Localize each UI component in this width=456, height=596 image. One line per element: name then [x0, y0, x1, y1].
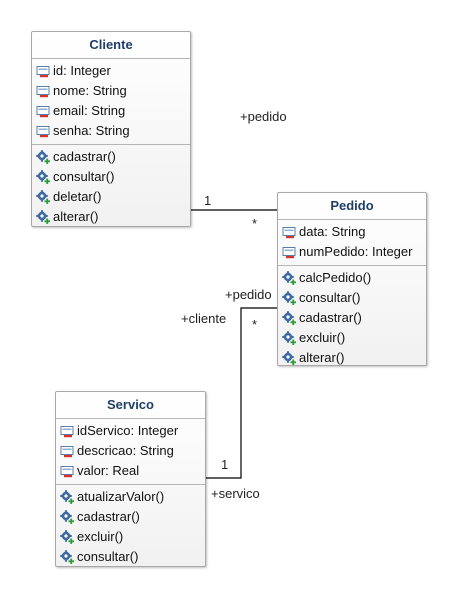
operation-row[interactable]: excluir(): [56, 527, 205, 547]
operation-label: alterar(): [299, 350, 345, 365]
attribute-row[interactable]: nome: String: [32, 81, 190, 101]
attribute-icon: [36, 104, 50, 118]
operation-row[interactable]: alterar(): [278, 348, 426, 368]
operation-label: consultar(): [77, 549, 139, 564]
multiplicity-pedido-label: *: [252, 216, 258, 231]
operation-icon: [36, 210, 50, 225]
attribute-row[interactable]: idServico: Integer: [56, 421, 205, 441]
attribute-icon: [36, 64, 50, 78]
operation-label: cadastrar(): [77, 509, 140, 524]
attribute-label: id: Integer: [53, 63, 111, 78]
operation-icon: [282, 331, 296, 346]
attribute-icon: [60, 464, 74, 478]
operation-row[interactable]: excluir(): [278, 328, 426, 348]
attribute-icon: [60, 444, 74, 458]
operation-row[interactable]: consultar(): [56, 547, 205, 567]
attribute-label: data: String: [299, 224, 366, 239]
role-cliente-label: +cliente: [181, 311, 227, 326]
attribute-label: valor: Real: [77, 463, 140, 478]
operation-label: atualizarValor(): [77, 489, 165, 504]
attribute-label: email: String: [53, 103, 126, 118]
operation-label: calcPedido(): [299, 270, 372, 285]
operation-label: excluir(): [299, 330, 346, 345]
association-pedido-servico: [205, 307, 277, 479]
operation-row[interactable]: cadastrar(): [56, 507, 205, 527]
operation-label: deletar(): [53, 189, 102, 204]
operation-icon: [282, 271, 296, 286]
class-servico[interactable]: Servico idServico: Integer descricao: Stri…: [55, 391, 206, 567]
class-pedido[interactable]: Pedido data: String numPedido: Integer calc…: [277, 192, 427, 366]
attribute-section: id: Integer nome: String email: String senh…: [32, 59, 190, 144]
operation-row[interactable]: calcPedido(): [278, 268, 426, 288]
operation-row[interactable]: consultar(): [32, 167, 190, 187]
operation-row[interactable]: alterar(): [32, 207, 190, 227]
operation-icon: [282, 311, 296, 326]
multiplicity-cliente-label: 1: [204, 193, 212, 208]
operation-label: consultar(): [299, 290, 361, 305]
operation-icon: [60, 510, 74, 525]
operation-label: consultar(): [53, 169, 115, 184]
operation-icon: [36, 150, 50, 165]
attribute-icon: [36, 124, 50, 138]
attribute-row[interactable]: id: Integer: [32, 61, 190, 81]
operation-icon: [60, 490, 74, 505]
operation-icon: [36, 190, 50, 205]
attribute-icon: [60, 424, 74, 438]
class-cliente[interactable]: Cliente id: Integer nome: String email: Str…: [31, 31, 191, 227]
role-pedido-label: +pedido: [240, 109, 287, 124]
operation-section: calcPedido() consultar() cadastrar() exclui…: [278, 265, 426, 371]
operation-row[interactable]: cadastrar(): [278, 308, 426, 328]
operation-row[interactable]: consultar(): [278, 288, 426, 308]
class-title: Servico: [56, 392, 205, 419]
class-title: Pedido: [278, 193, 426, 220]
operation-section: atualizarValor() cadastrar() excluir() cons…: [56, 484, 205, 570]
attribute-section: idServico: Integer descricao: String valor…: [56, 419, 205, 484]
attribute-row[interactable]: numPedido: Integer: [278, 242, 426, 262]
operation-label: alterar(): [53, 209, 99, 224]
attribute-label: nome: String: [53, 83, 127, 98]
attribute-section: data: String numPedido: Integer: [278, 220, 426, 265]
attribute-icon: [282, 245, 296, 259]
operation-row[interactable]: atualizarValor(): [56, 487, 205, 507]
operation-icon: [282, 351, 296, 366]
operation-label: excluir(): [77, 529, 124, 544]
operation-label: cadastrar(): [53, 149, 116, 164]
role-pedido-label-2: +pedido: [225, 287, 272, 302]
attribute-row[interactable]: senha: String: [32, 121, 190, 141]
operation-row[interactable]: deletar(): [32, 187, 190, 207]
attribute-label: descricao: String: [77, 443, 174, 458]
role-servico-label: +servico: [211, 486, 260, 501]
operation-icon: [60, 530, 74, 545]
operation-section: cadastrar() consultar() deletar() alterar(): [32, 144, 190, 230]
operation-label: cadastrar(): [299, 310, 362, 325]
multiplicity-servico-label: 1: [221, 457, 229, 472]
attribute-icon: [282, 225, 296, 239]
operation-row[interactable]: cadastrar(): [32, 147, 190, 167]
operation-icon: [282, 291, 296, 306]
attribute-icon: [36, 84, 50, 98]
operation-icon: [60, 550, 74, 565]
attribute-label: idServico: Integer: [77, 423, 179, 438]
multiplicity-pedido-label-2: *: [252, 317, 258, 332]
attribute-row[interactable]: valor: Real: [56, 461, 205, 481]
attribute-row[interactable]: email: String: [32, 101, 190, 121]
attribute-row[interactable]: descricao: String: [56, 441, 205, 461]
attribute-label: senha: String: [53, 123, 130, 138]
operation-icon: [36, 170, 50, 185]
class-title: Cliente: [32, 32, 190, 59]
attribute-label: numPedido: Integer: [299, 244, 413, 259]
attribute-row[interactable]: data: String: [278, 222, 426, 242]
